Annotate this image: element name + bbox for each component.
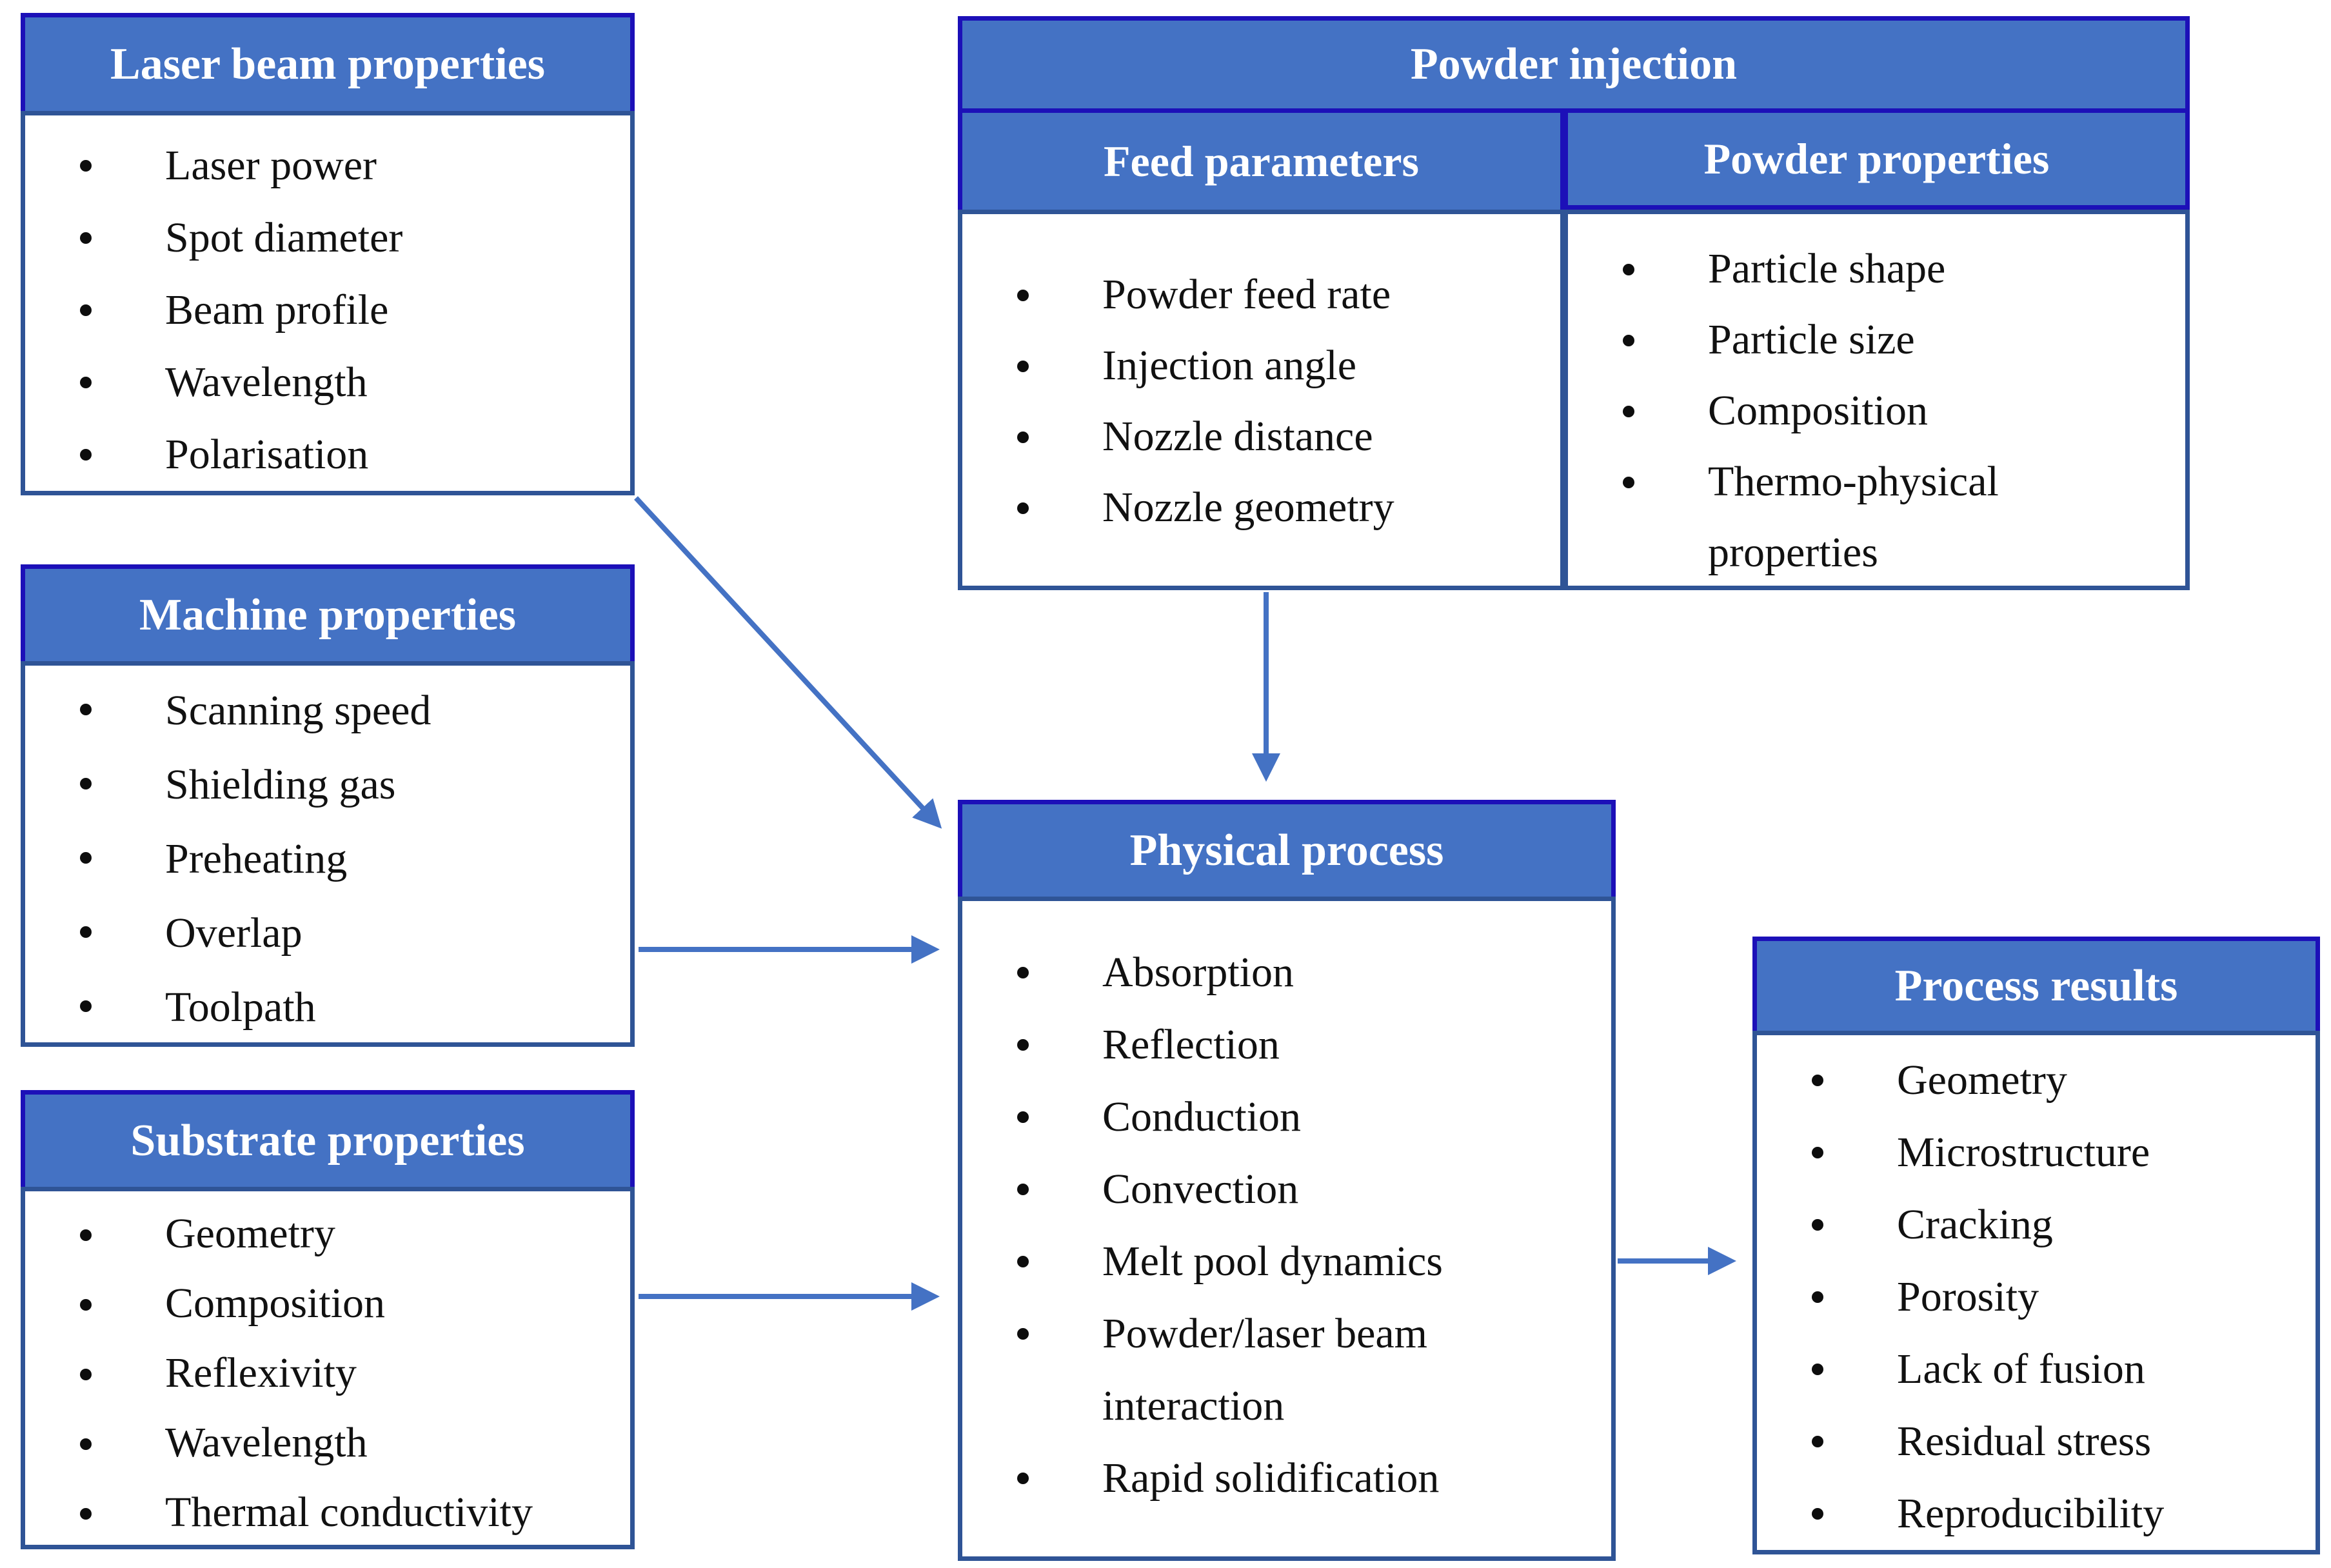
list-item: Composition	[80, 1269, 620, 1338]
list-item: Residual stress	[1812, 1405, 2306, 1478]
list-item: Thermal conductivity	[80, 1478, 620, 1547]
list-item: Lack of fusion	[1812, 1333, 2306, 1405]
list-item: Absorption	[1017, 937, 1602, 1009]
list-item: Microstructure	[1812, 1116, 2306, 1189]
substrate-properties-title: Substrate properties	[21, 1090, 635, 1187]
list-item: Nozzle distance	[1017, 401, 1551, 472]
powder-properties-header: Powder properties	[1564, 113, 2190, 210]
list-item: Composition	[1623, 375, 2176, 446]
list-item: Reflexivity	[80, 1338, 620, 1408]
list-item: Beam profile	[80, 274, 620, 346]
list-item: Laser power	[80, 130, 620, 202]
list-item: Convection	[1017, 1153, 1602, 1226]
list-item: Cracking	[1812, 1189, 2306, 1261]
list-item: Polarisation	[80, 419, 620, 491]
list-item: Wavelength	[80, 1408, 620, 1478]
list-item: Particle size	[1623, 304, 2176, 375]
list-item: Thermo-physical properties	[1623, 446, 2176, 588]
list-item: Geometry	[80, 1199, 620, 1269]
list-item: Porosity	[1812, 1261, 2306, 1333]
list-item: Powder/laser beam interaction	[1017, 1298, 1602, 1442]
arrow-laser-to-physical	[634, 496, 942, 829]
list-item: Injection angle	[1017, 330, 1551, 401]
list-item: Preheating	[80, 822, 620, 896]
physical-process-title: Physical process	[958, 800, 1616, 897]
list-item: Reflection	[1017, 1009, 1602, 1081]
list-item: Powder feed rate	[1017, 259, 1551, 330]
list-item: Nozzle geometry	[1017, 472, 1551, 543]
list-item: Scanning speed	[80, 673, 620, 748]
list-item: Melt pool dynamics	[1017, 1226, 1602, 1298]
list-item: Conduction	[1017, 1081, 1602, 1153]
list-item: Wavelength	[80, 346, 620, 419]
process-results-title: Process results	[1752, 937, 2320, 1031]
list-item: Overlap	[80, 896, 620, 970]
list-item: Rapid solidification	[1017, 1442, 1602, 1514]
powder-injection-table: Powder injection Feed parameters Powder …	[958, 16, 2190, 590]
list-item: Geometry	[1812, 1044, 2306, 1116]
laser-beam-properties-title: Laser beam properties	[21, 13, 635, 111]
list-item: Shielding gas	[80, 748, 620, 822]
list-item: Spot diameter	[80, 202, 620, 274]
feed-parameters-header: Feed parameters	[958, 113, 1564, 210]
machine-properties-title: Machine properties	[21, 564, 635, 661]
list-item: Particle shape	[1623, 233, 2176, 304]
powder-injection-subheader-row: Feed parameters Powder properties	[958, 113, 2190, 210]
list-item: Reproducibility	[1812, 1478, 2306, 1550]
list-item: Toolpath	[80, 970, 620, 1044]
powder-injection-title: Powder injection	[958, 16, 2190, 113]
